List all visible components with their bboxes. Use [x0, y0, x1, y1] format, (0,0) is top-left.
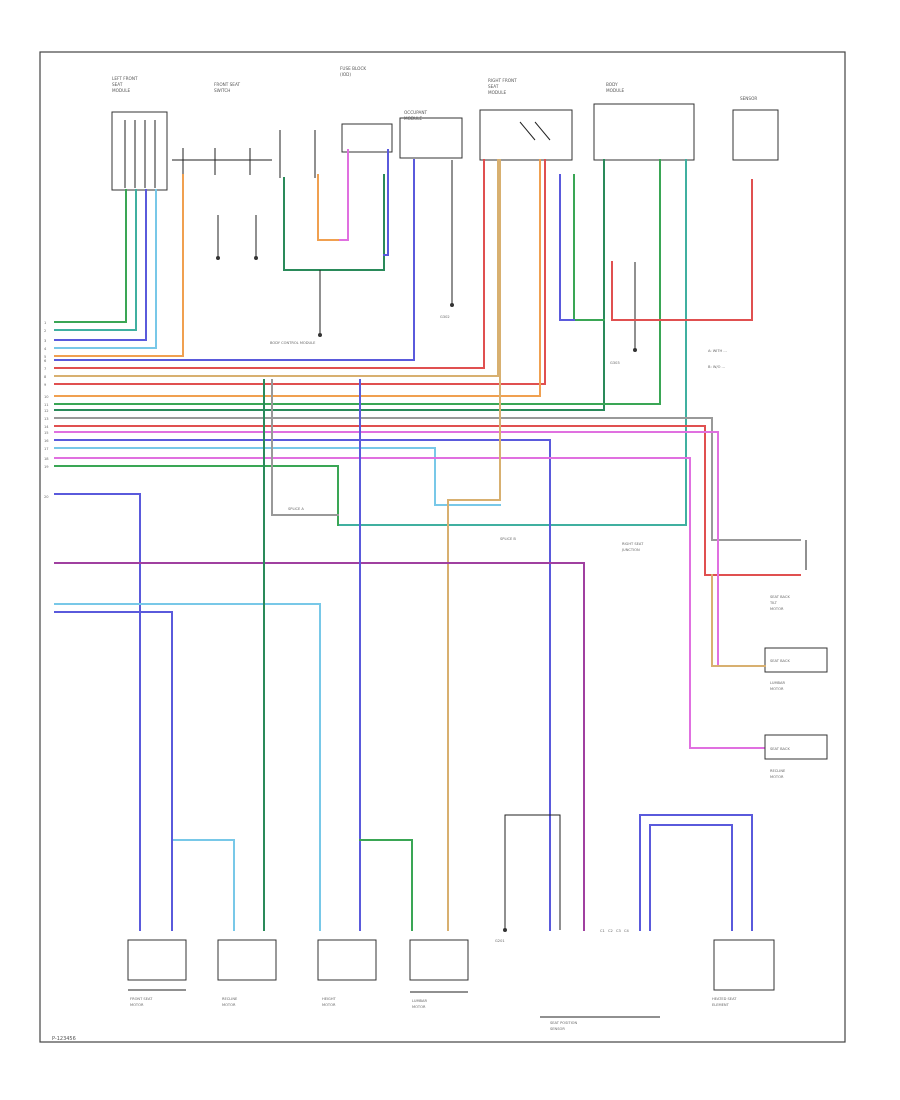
- row-number: 11: [44, 403, 49, 407]
- occupant-label-2: MODULE: [404, 116, 423, 121]
- right-box-3-label: SEAT BACK: [770, 595, 790, 599]
- bottom-component-5: SEAT POSITION SENSOR: [540, 1016, 660, 1031]
- bottom-3-label-1: HEIGHT: [322, 997, 337, 1001]
- row-number: 19: [44, 465, 49, 469]
- body-module-label-1: BODY: [606, 82, 618, 87]
- sensor: SENSOR: [732, 96, 779, 161]
- diagram-code: P-123456: [52, 1036, 76, 1042]
- bottom-5-label-2: SENSOR: [550, 1027, 565, 1031]
- bottom-component-1: FRONT SEAT MOTOR: [127, 939, 187, 1007]
- right-module-label-2: SEAT: [488, 84, 499, 89]
- junction-label-1: RIGHT SEAT: [622, 542, 644, 546]
- right-box-3: SEAT BACK TILT MOTOR: [769, 595, 790, 611]
- front-seat-switch: FRONT SEAT SWITCH: [172, 82, 272, 260]
- legend-b: B: W/O ...: [708, 365, 725, 369]
- bottom-component-6: HEATED SEAT ELEMENT: [712, 939, 775, 1007]
- row-number: 10: [44, 395, 49, 399]
- right-box-1: SEAT BACK LUMBAR MOTOR: [764, 647, 828, 691]
- row-number-column: 1 2 3 4 5 6 7 8 9 10 11 12 13 14 15 16 1…: [44, 321, 49, 499]
- bottom-1-label-2: MOTOR: [130, 1003, 144, 1007]
- left-front-seat-module: LEFT FRONT SEAT MODULE: [111, 76, 168, 191]
- bottom-6-label-1: HEATED SEAT: [712, 997, 737, 1001]
- right-box-2-label: SEAT BACK: [770, 747, 790, 751]
- left-module-label-3: MODULE: [112, 88, 131, 93]
- right-box-2: SEAT BACK RECLINE MOTOR: [764, 734, 828, 779]
- right-box-3-sub-2: MOTOR: [770, 607, 784, 611]
- body-module: BODY MODULE: [593, 82, 695, 161]
- right-front-seat-module: RIGHT FRONT SEAT MODULE: [479, 78, 573, 161]
- ground-right-label: G303: [610, 361, 620, 365]
- row-number: 16: [44, 439, 49, 443]
- row-number: 5: [44, 355, 46, 359]
- occupant-module: OCCUPANT MODULE: [399, 110, 463, 159]
- right-seat-junction: RIGHT SEAT JUNCTION: [621, 542, 644, 552]
- diagram-frame: [39, 51, 846, 1043]
- row-number: 3: [44, 339, 46, 343]
- row-number: 14: [44, 425, 49, 429]
- sensor-label: SENSOR: [740, 96, 757, 101]
- right-box-2-sub-2: MOTOR: [770, 775, 784, 779]
- splice-right-label: SPLICE B: [500, 537, 516, 541]
- switch-label-2: SWITCH: [214, 88, 230, 93]
- bottom-6-label-2: ELEMENT: [712, 1003, 730, 1007]
- junction-label-2: JUNCTION: [621, 548, 640, 552]
- row-number: 8: [44, 375, 47, 379]
- right-box-1-sub-2: MOTOR: [770, 687, 784, 691]
- row-number: 9: [44, 383, 47, 387]
- right-module-label-3: MODULE: [488, 90, 507, 95]
- bus-control-label: BODY CONTROL MODULE: [270, 341, 316, 345]
- row-number: 17: [44, 447, 49, 451]
- right-box-2-sub-1: RECLINE: [770, 769, 786, 773]
- right-module-label-1: RIGHT FRONT: [488, 78, 517, 83]
- right-box-1-label: SEAT BACK: [770, 659, 790, 663]
- right-box-3-sub-1: TILT: [769, 601, 778, 605]
- left-module-label-1: LEFT FRONT: [112, 76, 138, 81]
- row-number: 12: [44, 409, 49, 413]
- fuse-block-label-2: (IOD): [340, 72, 351, 77]
- connector-mark: C4: [624, 929, 630, 933]
- occupant-label-1: OCCUPANT: [404, 110, 427, 115]
- ground-left-label: G201: [495, 939, 505, 943]
- row-number: 13: [44, 417, 49, 421]
- connector-mark: C3: [616, 929, 621, 933]
- bottom-4-label-1: LUMBAR: [412, 999, 427, 1003]
- bottom-2-label-2: MOTOR: [222, 1003, 236, 1007]
- row-number: 7: [44, 367, 46, 371]
- ground-mid-label: G302: [440, 315, 450, 319]
- bottom-3-label-2: MOTOR: [322, 1003, 336, 1007]
- legend-a: A: WITH ...: [708, 349, 727, 353]
- splice-left-label: SPLICE A: [288, 507, 304, 511]
- connector-mark: C2: [608, 929, 613, 933]
- bottom-4-label-2: MOTOR: [412, 1005, 426, 1009]
- left-module-label-2: SEAT: [112, 82, 123, 87]
- connector-mark: C1: [600, 929, 605, 933]
- fuse-block-label-1: FUSE BLOCK: [340, 66, 366, 71]
- row-number: 4: [44, 347, 47, 351]
- row-number: 15: [44, 431, 49, 435]
- right-box-1-sub-1: LUMBAR: [770, 681, 785, 685]
- switch-label-1: FRONT SEAT: [214, 82, 240, 87]
- bottom-component-3: HEIGHT MOTOR: [317, 939, 377, 1007]
- bottom-2-label-1: RECLINE: [222, 997, 238, 1001]
- fuse-block: FUSE BLOCK (IOD): [279, 66, 393, 178]
- row-number: 6: [44, 359, 47, 363]
- row-number: 18: [44, 457, 49, 461]
- bottom-component-2: RECLINE MOTOR: [217, 939, 277, 1007]
- bottom-1-label-1: FRONT SEAT: [130, 997, 153, 1001]
- bottom-component-4: LUMBAR MOTOR: [409, 939, 469, 1009]
- body-module-label-2: MODULE: [606, 88, 625, 93]
- row-number: 1: [44, 321, 46, 325]
- row-number: 20: [44, 495, 49, 499]
- row-number: 2: [44, 329, 46, 333]
- bottom-5-label-1: SEAT POSITION: [550, 1021, 577, 1025]
